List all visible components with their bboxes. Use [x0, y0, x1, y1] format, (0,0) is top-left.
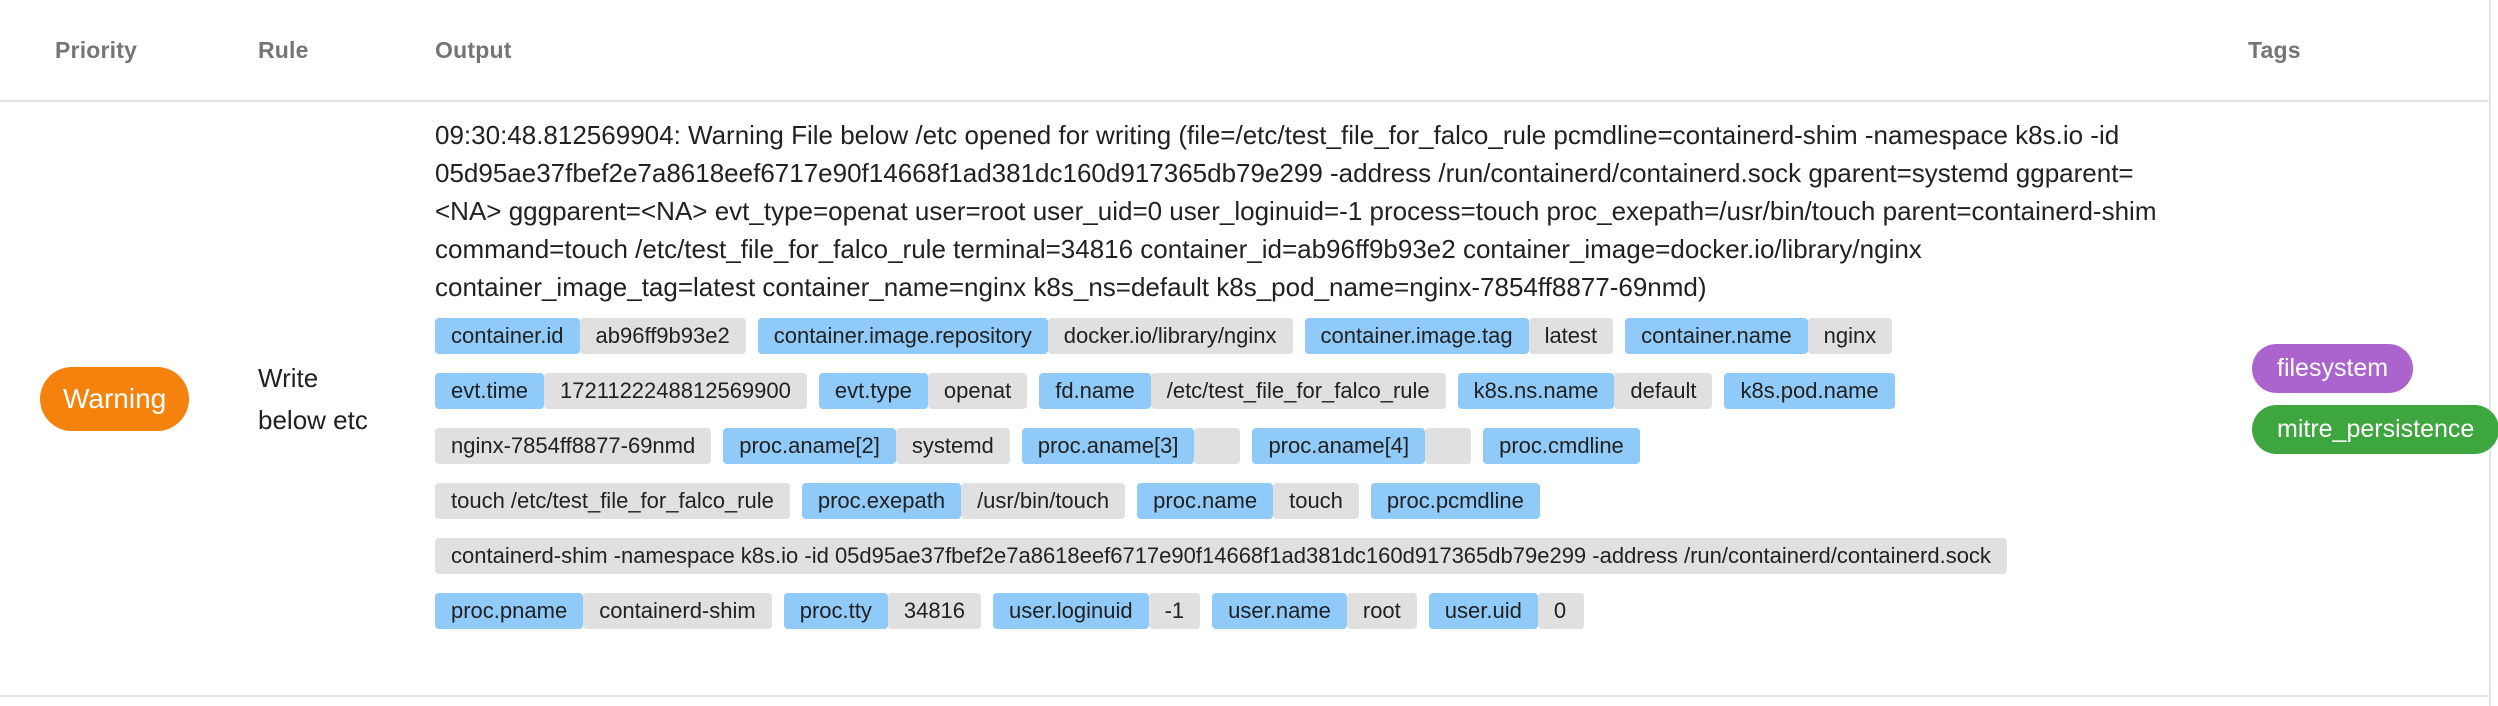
table-header: Priority Rule Output Tags — [0, 0, 2489, 102]
tags-cell: filesystem mitre_persistence — [2190, 102, 2498, 695]
output-text: 09:30:48.812569904: Warning File below /… — [435, 120, 2157, 302]
field-key-chip[interactable]: k8s.pod.name — [1724, 373, 1895, 409]
field-key-chip[interactable]: proc.aname[4] — [1252, 428, 1426, 464]
tag-pill-filesystem[interactable]: filesystem — [2252, 343, 2414, 393]
output-cell: 09:30:48.812569904: Warning File below /… — [435, 102, 2190, 695]
field-value-chip[interactable]: 1721122248812569900 — [544, 373, 807, 409]
field-chip-row: nginx-7854ff8877-69nmd proc.aname[2]syste… — [435, 428, 2190, 464]
field-value-chip[interactable]: touch — [1273, 483, 1359, 519]
field-value-chip[interactable]: latest — [1528, 318, 1614, 354]
field-chip-row: containerd-shim -namespace k8s.io -id 05… — [435, 538, 2190, 574]
field-key-chip[interactable]: proc.name — [1137, 483, 1274, 519]
field-key-chip[interactable]: proc.tty — [783, 593, 888, 629]
field-key-chip[interactable]: user.name — [1212, 593, 1347, 629]
field-key-chip[interactable]: container.id — [435, 318, 580, 354]
field-chip-row: touch /etc/test_file_for_falco_rule proc.… — [435, 483, 2190, 519]
field-value-chip[interactable]: ab96ff9b93e2 — [579, 318, 746, 354]
field-key-chip[interactable]: proc.aname[2] — [723, 428, 896, 464]
field-value-chip[interactable]: 0 — [1537, 593, 1584, 629]
field-value-chip[interactable]: systemd — [895, 428, 1010, 464]
rule-cell: Write below etc — [258, 102, 435, 695]
field-value-chip[interactable]: /usr/bin/touch — [961, 483, 1126, 519]
tag-pill-mitre_persistence[interactable]: mitre_persistence — [2252, 404, 2498, 454]
field-value-chip[interactable]: -1 — [1148, 593, 1201, 629]
column-header-rule: Rule — [258, 36, 309, 63]
field-key-chip[interactable]: container.name — [1625, 318, 1808, 354]
field-value-chip[interactable]: docker.io/library/nginx — [1047, 318, 1293, 354]
field-key-chip[interactable]: proc.cmdline — [1483, 428, 1640, 464]
field-key-chip[interactable]: proc.pname — [435, 593, 584, 629]
field-key-chip[interactable]: user.uid — [1428, 593, 1538, 629]
field-value-chip[interactable] — [1425, 428, 1472, 464]
field-key-chip[interactable]: evt.type — [818, 373, 928, 409]
priority-cell: Warning — [0, 102, 258, 695]
field-value-chip[interactable] — [1194, 428, 1241, 464]
field-key-chip[interactable]: user.loginuid — [993, 593, 1149, 629]
column-header-output: Output — [435, 36, 512, 63]
field-key-chip[interactable]: evt.time — [435, 373, 545, 409]
field-value-chip[interactable]: containerd-shim -namespace k8s.io -id 05… — [435, 538, 2007, 574]
field-value-chip[interactable]: openat — [927, 373, 1028, 409]
priority-badge[interactable]: Warning — [40, 366, 190, 431]
field-key-chip[interactable]: fd.name — [1039, 373, 1151, 409]
field-value-chip[interactable]: /etc/test_file_for_falco_rule — [1150, 373, 1446, 409]
field-value-chip[interactable]: containerd-shim — [583, 593, 772, 629]
column-header-priority: Priority — [55, 36, 138, 63]
field-value-chip[interactable]: touch /etc/test_file_for_falco_rule — [435, 483, 790, 519]
field-value-chip[interactable]: nginx-7854ff8877-69nmd — [435, 428, 712, 464]
field-value-chip[interactable]: 34816 — [887, 593, 982, 629]
column-header-tags: Tags — [2248, 36, 2301, 63]
event-row[interactable]: Warning Write below etc 09:30:48.8125699… — [0, 102, 2498, 697]
field-value-chip[interactable]: root — [1346, 593, 1417, 629]
field-key-chip[interactable]: proc.exepath — [801, 483, 962, 519]
field-value-chip[interactable]: default — [1614, 373, 1713, 409]
rule-name: Write below etc — [258, 362, 368, 435]
field-value-chip[interactable]: nginx — [1807, 318, 1893, 354]
field-key-chip[interactable]: proc.pcmdline — [1370, 483, 1540, 519]
field-key-chip[interactable]: container.image.repository — [757, 318, 1048, 354]
field-key-chip[interactable]: container.image.tag — [1304, 318, 1529, 354]
field-key-chip[interactable]: k8s.ns.name — [1457, 373, 1615, 409]
field-key-chip[interactable]: proc.aname[3] — [1021, 428, 1195, 464]
